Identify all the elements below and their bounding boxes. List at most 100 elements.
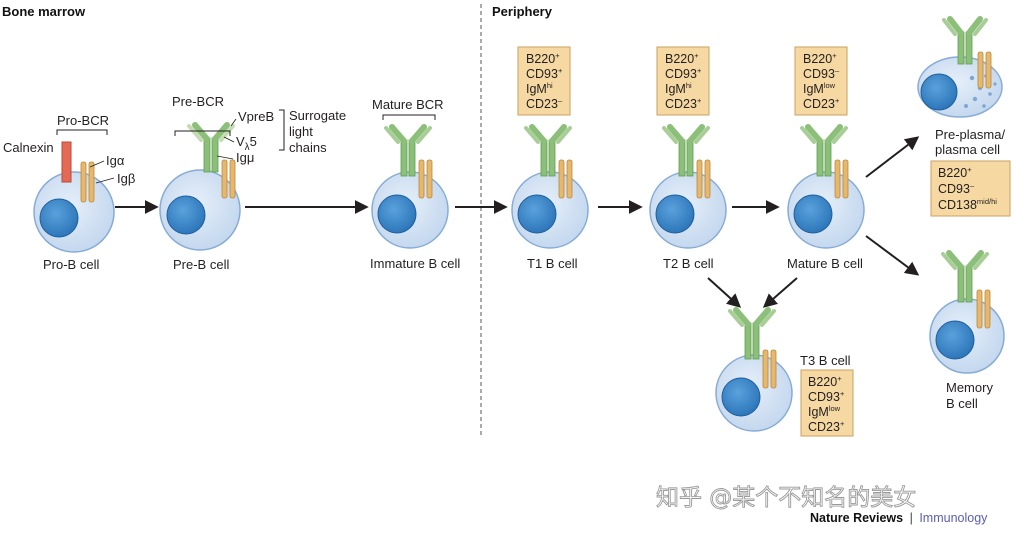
plasma-cell-label-line2: plasma cell [935,142,1000,157]
v-lambda5-label: Vλ5 [236,134,257,153]
t2-b-cell [649,124,727,249]
immature-b-cell-label: Immature B cell [370,256,460,271]
ig-beta-leader [95,177,115,184]
t3-marker-b220: B220+ [808,374,842,389]
t3-marker-cd23: CD23+ [808,419,845,434]
ig-alpha-bar [696,159,703,199]
mature-b-cell [787,124,865,249]
surrogate-bracket [279,109,285,151]
plasma-marker-b220: B220+ [938,165,972,180]
ig-alpha-label: Igα [106,153,125,168]
pro-bcr-label: Pro-BCR [57,113,109,128]
mature-marker-b220: B220+ [803,51,837,66]
nucleus [166,195,206,235]
t3-b-cell-label: T3 B cell [800,353,851,368]
surrogate-label-line3: chains [289,140,327,155]
bcr-receptor [524,124,572,177]
pro-b-cell [33,129,115,253]
mature-marker-box: B220+ CD93– IgMlow CD23+ [794,46,848,116]
t2-marker-cd23: CD23+ [665,96,702,111]
vpreb-label: VpreB [238,109,274,124]
pre-bcr-receptor [187,122,235,173]
pro-b-cell-label: Pro-B cell [43,257,99,272]
pre-b-cell-label: Pre-B cell [173,257,229,272]
watermark: 知乎 @某个不知名的美女 [656,485,916,511]
journal-credit: Nature Reviews | Immunology [810,511,988,525]
ig-beta-label: Igβ [117,171,135,186]
ig-beta-bar [566,159,573,199]
bcr-receptor [942,16,988,65]
mature-b-cell-label: Mature B cell [787,256,863,271]
t3-marker-igm: IgMlow [808,404,841,419]
ig-beta-bar [704,159,711,199]
t3-marker-cd93: CD93+ [808,389,845,404]
ig-beta-bar [842,159,849,199]
mature-bcr-bracket [382,114,436,120]
arrow-mature-to-plasma [865,136,920,178]
pre-bcr-label: Pre-BCR [172,94,224,109]
ig-alpha-leader [89,160,105,168]
arrow-mature-to-memory [865,235,920,276]
bcr-receptor [941,250,989,303]
t3-b-cell [715,307,793,432]
t2-marker-cd93: CD93+ [665,66,702,81]
mature-marker-cd23: CD23+ [803,96,840,111]
t1-marker-cd93: CD93+ [526,66,563,81]
ig-alpha-bar [80,161,87,203]
nucleus [377,194,417,234]
ig-beta-bar [985,51,992,89]
nucleus [721,377,761,417]
ig-beta-bar [229,159,236,199]
t1-marker-b220: B220+ [526,51,560,66]
t1-marker-box: B220+ CD93+ IgMhi CD23– [517,46,571,116]
plasma-cell [917,16,1003,118]
ig-alpha-bar [762,349,769,389]
arrow-mature-to-t3 [762,277,798,308]
surrogate-label-line1: Surrogate [289,108,346,123]
bone-marrow-label: Bone marrow [2,4,86,19]
ig-alpha-bar [834,159,841,199]
mature-bcr-receptor [384,124,432,177]
memory-b-cell-label-line1: Memory [946,380,993,395]
t1-marker-igm: IgMhi [526,81,553,96]
ig-beta-bar [770,349,777,389]
surrogate-label-line2: light [289,124,313,139]
t1-marker-cd23: CD23– [526,96,563,111]
plasma-marker-box: B220+ CD93– CD138mid/hi [930,160,1011,217]
calnexin-label: Calnexin [3,140,54,155]
journal-separator: | [910,511,913,525]
arrows [115,136,920,308]
calnexin-bar [61,141,72,183]
bcr-receptor [728,307,776,360]
ig-alpha-bar [418,159,425,199]
ig-beta-bar [984,289,991,329]
journal-section: Immunology [919,511,988,525]
bcr-receptor [800,124,848,177]
journal-name: Nature Reviews [810,511,903,525]
memory-b-cell-label-line2: B cell [946,396,978,411]
mature-marker-igm: IgMlow [803,81,836,96]
nucleus [517,194,557,234]
memory-b-cell [929,250,1005,374]
arrow-t2-to-t3 [707,277,742,308]
nucleus [655,194,695,234]
nucleus [793,194,833,234]
t2-marker-box: B220+ CD93+ IgMhi CD23+ [656,46,710,116]
nucleus [39,198,79,238]
ig-mu-label: Igμ [236,150,254,165]
pre-b-cell [159,109,285,251]
t2-marker-b220: B220+ [665,51,699,66]
ig-alpha-bar [558,159,565,199]
nucleus [920,73,958,111]
plasma-cell-label-line1: Pre-plasma/ [935,127,1005,142]
ig-beta-bar [426,159,433,199]
t1-b-cell-label: T1 B cell [527,256,578,271]
immature-b-cell [371,114,449,249]
t1-b-cell [511,124,589,249]
mature-marker-cd93: CD93– [803,66,840,81]
periphery-label: Periphery [492,4,553,19]
pre-bcr-bracket [174,130,231,136]
plasma-marker-cd93: CD93– [938,181,975,196]
t2-b-cell-label: T2 B cell [663,256,714,271]
